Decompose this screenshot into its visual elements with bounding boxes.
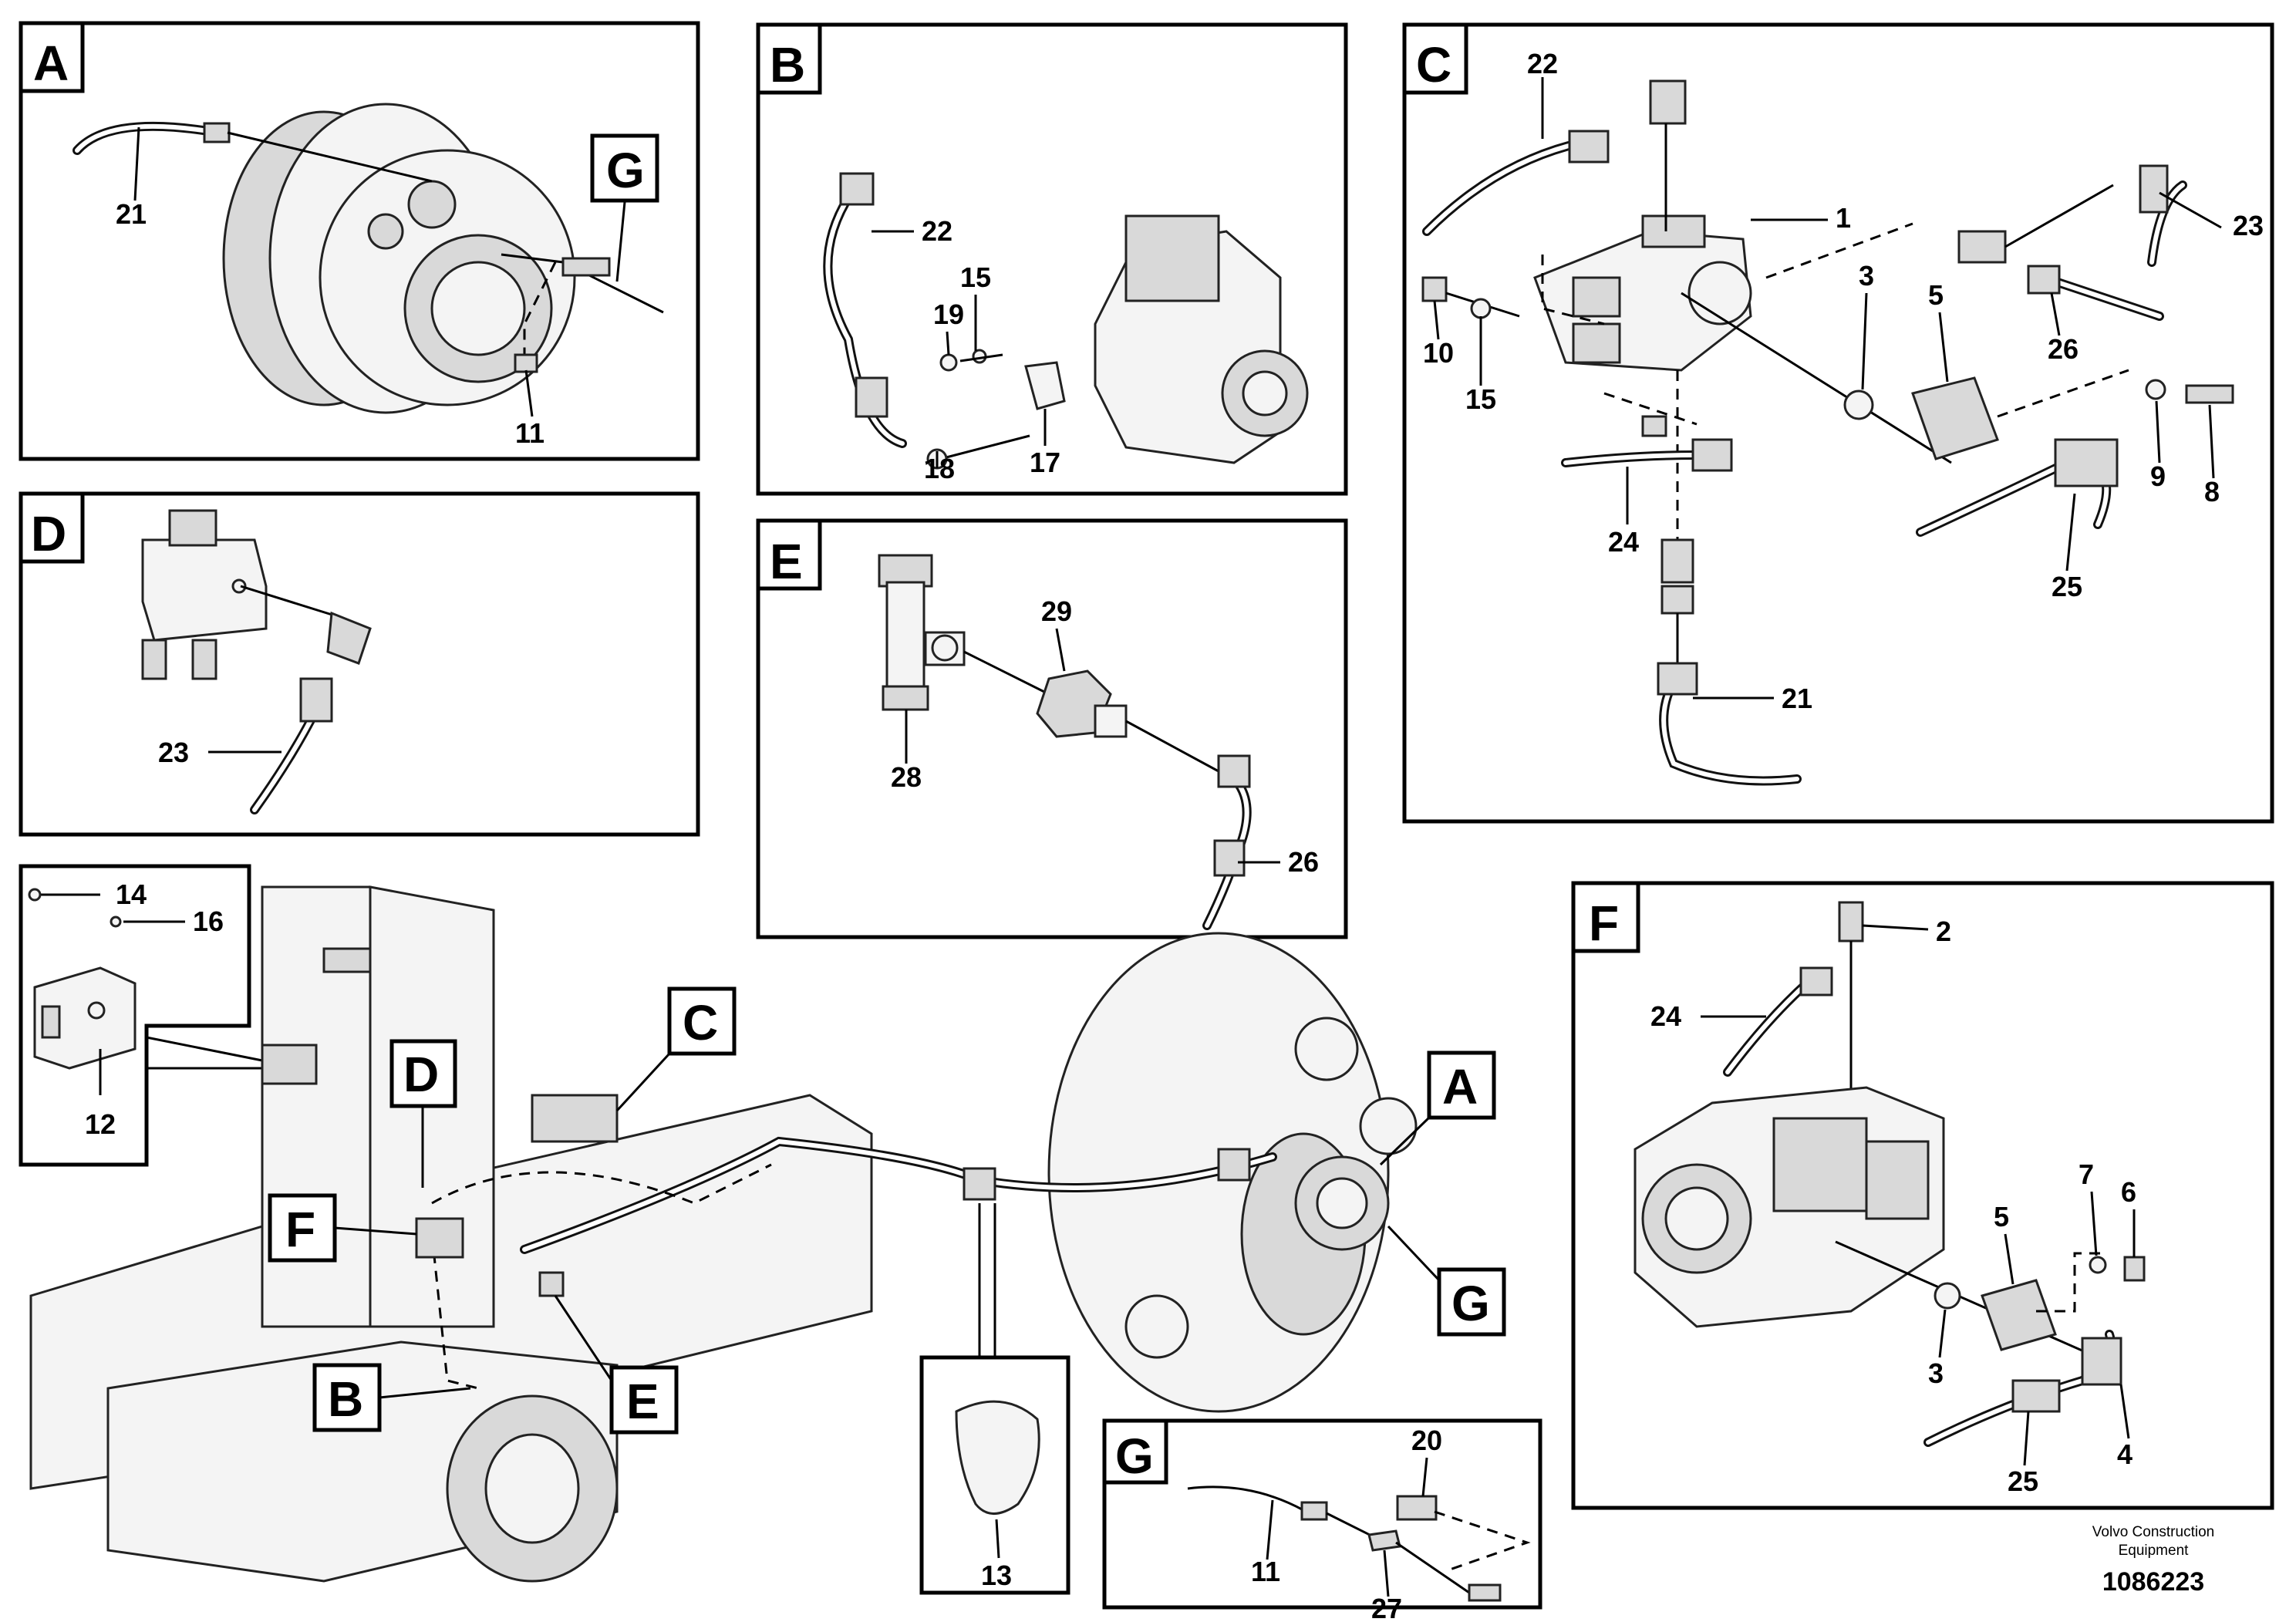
overview-tag-d: D: [389, 1039, 457, 1188]
callout-15: 15: [960, 261, 991, 293]
overview-tag-b: B: [312, 1363, 471, 1432]
callout-21c: 21: [1782, 683, 1812, 714]
callout-25f: 25: [2008, 1465, 2038, 1497]
callout-3c: 3: [1859, 260, 1874, 292]
brand-line-1: Volvo Construction: [2092, 1524, 2214, 1540]
tee-fitting-28: [878, 554, 966, 711]
control-valve-block: [1533, 214, 1752, 372]
callout-12: 12: [85, 1108, 116, 1140]
overview-tag-f: F: [268, 1193, 417, 1263]
overview-tag-a: A: [1379, 1050, 1496, 1166]
callout-26e: 26: [1288, 846, 1319, 878]
panel-e: E 29 28 26: [756, 518, 1348, 939]
control-box-12: [33, 966, 137, 1070]
svg-text:D: D: [403, 1047, 439, 1102]
panel-d: D 23: [19, 491, 700, 837]
panel-a: A 21 11 G: [19, 21, 700, 461]
motor-assembly-a: [222, 103, 576, 414]
overview-tag-e: E: [554, 1295, 679, 1435]
callout-4: 4: [2117, 1438, 2132, 1470]
panel-d-letter: D: [31, 506, 66, 561]
panel-c: C 22 1 23 26 10: [1402, 22, 2274, 824]
panel-e-letter: E: [770, 534, 803, 589]
callout-8: 8: [2204, 476, 2220, 508]
callout-10: 10: [1423, 337, 1454, 369]
overview-tag-c: C: [615, 986, 737, 1112]
callout-2: 2: [1936, 916, 1951, 947]
solenoid-valve: [141, 509, 268, 680]
strap-inset: 13: [919, 1203, 1070, 1595]
callout-17: 17: [1030, 447, 1060, 478]
callout-27: 27: [1371, 1593, 1402, 1622]
callout-11g: 11: [1251, 1556, 1280, 1587]
panel-g-letter: G: [1115, 1428, 1154, 1484]
panel-b-letter: B: [770, 37, 805, 93]
panel-a-letter: A: [33, 35, 69, 91]
pump-assembly-b: [1094, 214, 1309, 464]
callout-18: 18: [924, 453, 955, 484]
callout-16: 16: [193, 905, 224, 937]
callout-20: 20: [1411, 1425, 1442, 1456]
panel-b: B 22 15 19 18 17: [756, 22, 1348, 496]
callout-22: 22: [922, 215, 952, 247]
callout-14: 14: [116, 878, 147, 910]
overview-tag-g: G: [1387, 1225, 1506, 1337]
callout-29: 29: [1041, 595, 1072, 627]
panel-c-letter: C: [1416, 37, 1451, 93]
callout-22c: 22: [1527, 48, 1558, 79]
overview-machine: [29, 885, 1418, 1583]
callout-24c: 24: [1608, 526, 1639, 558]
pump-assembly-f: [1633, 1086, 1945, 1328]
callout-24f: 24: [1650, 1000, 1681, 1032]
callout-23c: 23: [2233, 210, 2264, 241]
callout-7: 7: [2079, 1158, 2094, 1190]
callout-9: 9: [2150, 460, 2166, 492]
svg-text:E: E: [626, 1374, 659, 1429]
callout-21: 21: [116, 198, 147, 230]
brand-line-2: Equipment: [2119, 1543, 2190, 1559]
callout-15c: 15: [1465, 383, 1496, 415]
svg-text:F: F: [285, 1202, 315, 1257]
callout-23d: 23: [158, 737, 189, 768]
callout-5c: 5: [1928, 279, 1944, 311]
drawing-number: 1086223: [2102, 1567, 2204, 1597]
panel-f-letter: F: [1589, 895, 1619, 951]
callout-11: 11: [515, 417, 544, 449]
ref-tag-g: G: [606, 143, 645, 198]
hose-22-c: [1422, 138, 1586, 236]
callout-19: 19: [933, 298, 964, 330]
svg-text:A: A: [1442, 1059, 1478, 1114]
panel-g: G 20 11 27: [1102, 1418, 1542, 1622]
svg-text:C: C: [683, 995, 718, 1050]
callout-1: 1: [1836, 202, 1851, 234]
callout-28: 28: [891, 761, 922, 793]
callout-3f: 3: [1928, 1357, 1944, 1389]
svg-text:G: G: [1451, 1276, 1490, 1331]
callout-26c: 26: [2048, 333, 2079, 365]
callout-6: 6: [2121, 1176, 2136, 1208]
overview-inset: 14 16 12: [19, 864, 318, 1167]
svg-text:B: B: [328, 1371, 363, 1427]
callout-5f: 5: [1994, 1201, 2009, 1233]
footer-block: Volvo Construction Equipment 1086223: [2092, 1524, 2214, 1597]
panel-f: F 2 24 7 6 5 3 4: [1571, 881, 2274, 1510]
callout-13: 13: [981, 1560, 1012, 1591]
callout-25c: 25: [2052, 571, 2082, 602]
cable-tie-13: [955, 1400, 1040, 1515]
